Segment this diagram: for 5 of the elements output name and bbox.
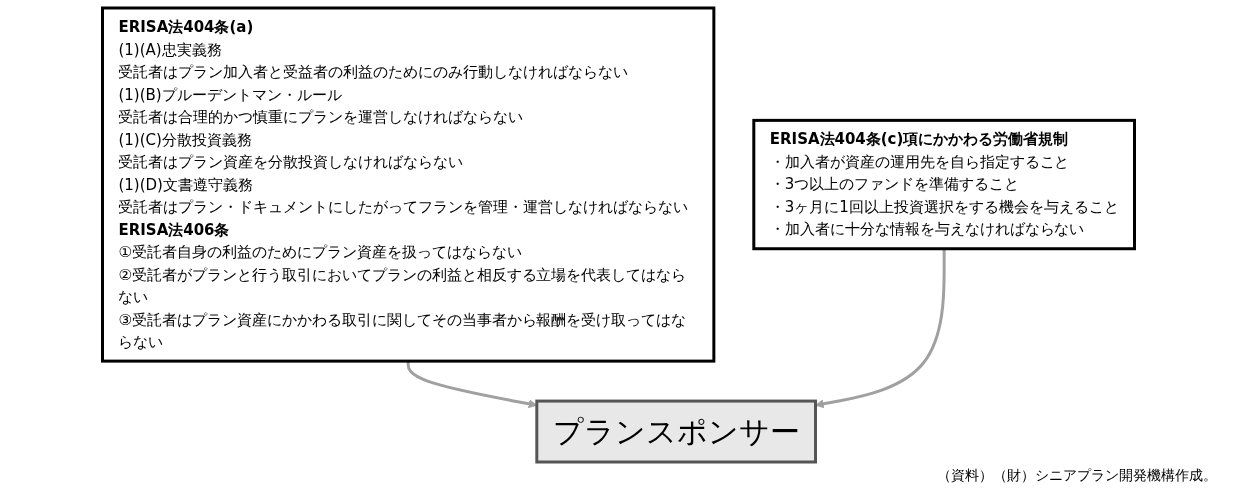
node-box: プランスポンサー <box>535 399 817 464</box>
arrow <box>815 248 946 409</box>
node-box: ERISA法404条(c)項にかかわる労働省規制 ・加入者が資産の運用先を自ら指定すること ・3つ以上のファンドを準備すること ・3ヶ月に1回以上投資選択をする機会を与えること ・加入者に十分な情報を与えなければならない <box>752 118 1136 251</box>
node-box: ERISA法404条(a) (1)(A)忠実義務 受託者はプラン加入者と受益者の利益のためにのみ行動しなければならない (1)(B)プルーデントマン・ルール 受託者は合理的かつ慎重にプランを運営しなければならない (1)(C)分散投資義務 受託者はプラン資産を分散投資しなければならない (1)(D)文書遵守義務 受託者はプラン・ドキュメントにしたがってフランを管理・運営しなければならない ERISA法406条 ①受託者自身の利益のためにプラン資産を扱ってはならない ②受託者がプランと行う取引においてプランの利益と相反する立場を代表してはならない ③受託者はプラン資産にかかわる取引に関してその当事者から報酬を受け取ってはならない <box>101 6 716 363</box>
source-note: （資料）（財）シニアプラン開発機構作成。 <box>937 467 1217 485</box>
